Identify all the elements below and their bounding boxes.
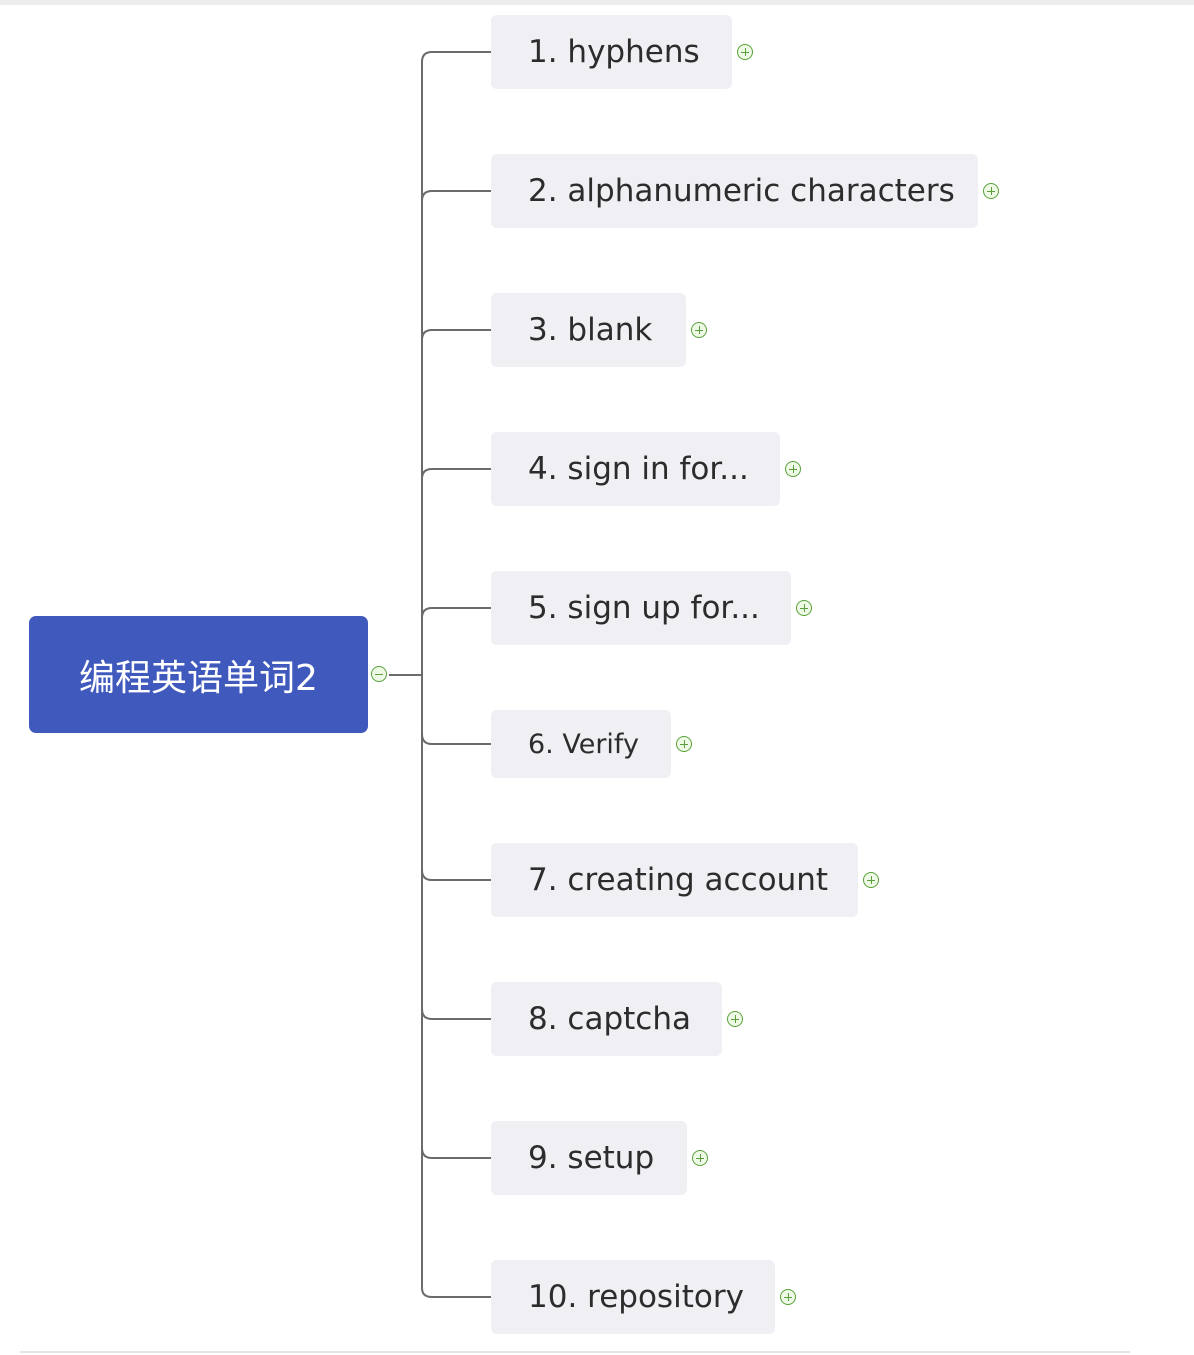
- root-topic[interactable]: 编程英语单词2: [29, 616, 368, 733]
- branch-3: [421, 329, 491, 341]
- expand-icon[interactable]: [692, 1150, 708, 1166]
- expand-icon[interactable]: [727, 1011, 743, 1027]
- topic-label: 8. captcha: [528, 1001, 691, 1037]
- topic-label: 3. blank: [528, 312, 653, 348]
- topic-7[interactable]: 7. creating account: [491, 843, 858, 917]
- topic-10[interactable]: 10. repository: [491, 1260, 775, 1334]
- branch-5: [421, 607, 491, 619]
- topic-label: 1. hyphens: [528, 34, 700, 70]
- branch-2: [421, 190, 491, 202]
- branch-7: [421, 869, 491, 881]
- expand-icon[interactable]: [796, 600, 812, 616]
- branch-6: [421, 733, 491, 745]
- topic-label: 4. sign in for...: [528, 451, 749, 487]
- branch-4: [421, 468, 491, 480]
- expand-icon[interactable]: [737, 44, 753, 60]
- topic-label: 6. Verify: [528, 728, 639, 760]
- expand-icon[interactable]: [780, 1289, 796, 1305]
- topic-6[interactable]: 6. Verify: [491, 710, 671, 778]
- expand-icon[interactable]: [691, 322, 707, 338]
- expand-icon[interactable]: [785, 461, 801, 477]
- branch-9: [421, 1147, 491, 1159]
- topic-3[interactable]: 3. blank: [491, 293, 686, 367]
- root-topic-label: 编程英语单词2: [79, 657, 318, 699]
- topic-label: 10. repository: [528, 1279, 744, 1315]
- expand-icon[interactable]: [863, 872, 879, 888]
- branch-10: [421, 1287, 491, 1298]
- top-divider: [0, 0, 1194, 5]
- topic-label: 7. creating account: [528, 862, 829, 898]
- collapse-icon[interactable]: [371, 666, 387, 682]
- bottom-divider: [20, 1351, 1130, 1353]
- topic-1[interactable]: 1. hyphens: [491, 15, 732, 89]
- topic-label: 2. alphanumeric characters: [528, 173, 955, 209]
- topic-5[interactable]: 5. sign up for...: [491, 571, 791, 645]
- topic-2[interactable]: 2. alphanumeric characters: [491, 154, 978, 228]
- topic-9[interactable]: 9. setup: [491, 1121, 687, 1195]
- expand-icon[interactable]: [676, 736, 692, 752]
- topic-8[interactable]: 8. captcha: [491, 982, 722, 1056]
- topic-4[interactable]: 4. sign in for...: [491, 432, 780, 506]
- topic-label: 9. setup: [528, 1140, 655, 1176]
- branch-8: [421, 1008, 491, 1020]
- topic-label: 5. sign up for...: [528, 590, 760, 626]
- expand-icon[interactable]: [983, 183, 999, 199]
- branch-1: [421, 51, 491, 63]
